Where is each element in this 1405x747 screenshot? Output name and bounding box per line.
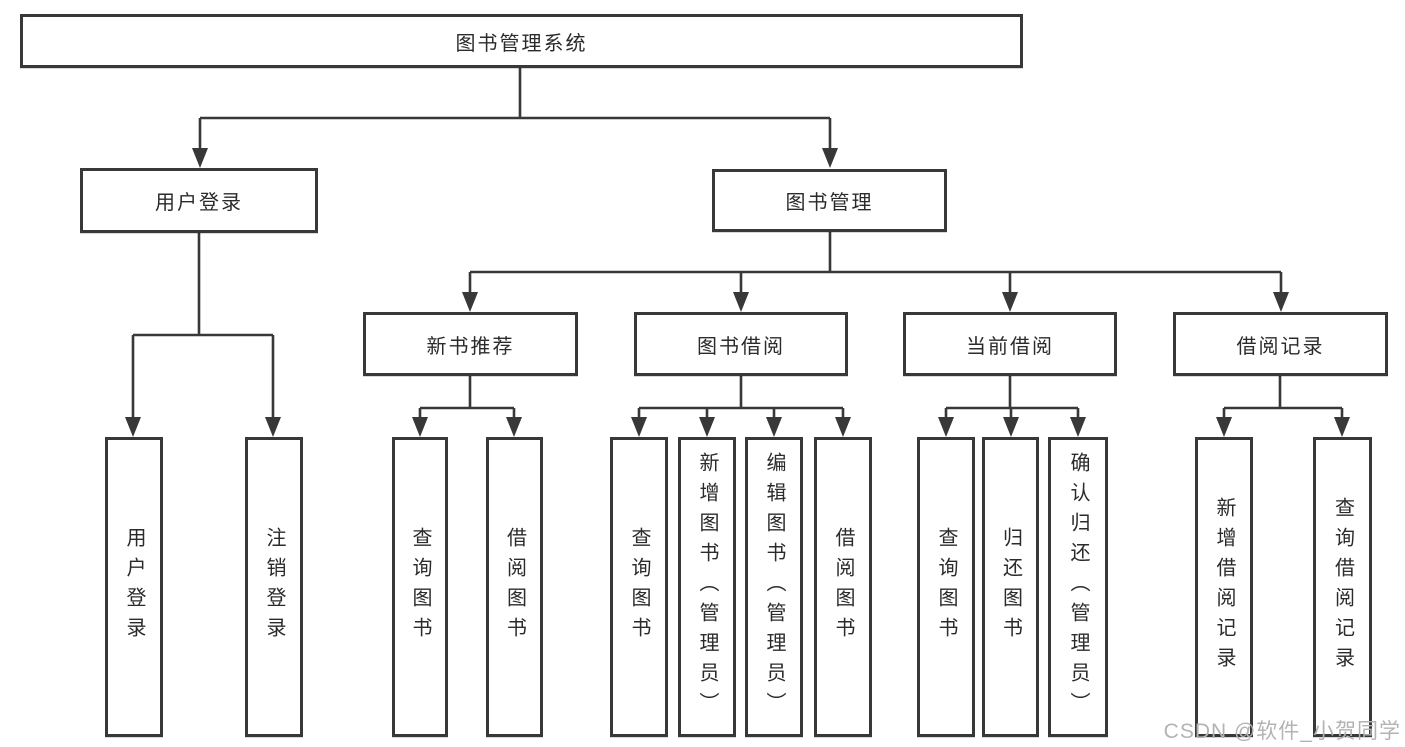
leaf-add-book-admin: 新增图书（管理员） [678, 437, 736, 737]
node-library-system: 图书管理系统 [20, 14, 1023, 68]
node-book-management: 图书管理 [712, 169, 947, 232]
watermark: CSDN @软件_小贺同学 [1163, 720, 1401, 743]
leaf-edit-book-admin: 编辑图书（管理员） [745, 437, 803, 737]
node-user-login: 用户登录 [80, 168, 318, 233]
leaf-borrow-books-recommend: 借阅图书 [486, 437, 543, 737]
leaf-add-borrow-record: 新增借阅记录 [1195, 437, 1253, 737]
leaf-user-login: 用户登录 [105, 437, 163, 737]
node-book-borrowing: 图书借阅 [634, 312, 848, 376]
node-current-borrowing: 当前借阅 [903, 312, 1117, 376]
leaf-return-book: 归还图书 [982, 437, 1039, 737]
leaf-logout: 注销登录 [245, 437, 303, 737]
leaf-query-books-recommend: 查询图书 [392, 437, 448, 737]
leaf-query-books-current: 查询图书 [917, 437, 975, 737]
leaf-query-books-borrow: 查询图书 [610, 437, 668, 737]
node-borrowing-records: 借阅记录 [1173, 312, 1388, 376]
leaf-query-borrow-record: 查询借阅记录 [1313, 437, 1372, 737]
node-new-book-recommend: 新书推荐 [363, 312, 578, 376]
leaf-confirm-return-admin: 确认归还（管理员） [1048, 437, 1108, 737]
leaf-borrow-books: 借阅图书 [814, 437, 872, 737]
